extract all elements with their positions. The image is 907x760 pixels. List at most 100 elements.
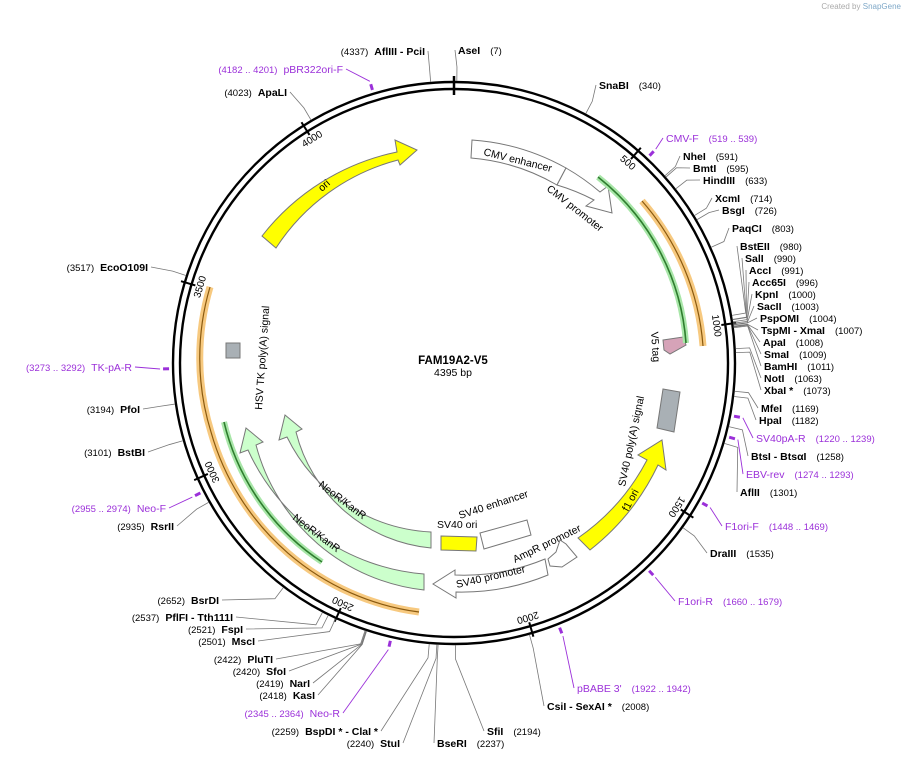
enzyme-label-bseri[interactable]: BseRI(2237) bbox=[437, 738, 504, 750]
feature-hsv-tk-polya[interactable] bbox=[225, 342, 241, 359]
enzyme-label-bsgi[interactable]: BsgI(726) bbox=[722, 205, 777, 217]
enzyme-leader-28 bbox=[433, 644, 439, 744]
primer-label-ebv-rev[interactable]: EBV-rev(1274 .. 1293) bbox=[746, 469, 854, 481]
enzyme-leader-12 bbox=[733, 293, 753, 324]
enzyme-leader-7 bbox=[711, 227, 730, 248]
feature-sv40-promoter-arrow[interactable] bbox=[432, 558, 549, 599]
enzyme-leader-30 bbox=[380, 643, 430, 732]
primer-label-cmv-f[interactable]: CMV-F(519 .. 539) bbox=[666, 133, 757, 145]
enzyme-leader-39 bbox=[176, 501, 209, 527]
enzyme-label-tspmi-xmai[interactable]: TspMI - XmaI(1007) bbox=[761, 325, 862, 337]
tick-3000 bbox=[193, 473, 209, 482]
enzyme-label-snabi[interactable]: SnaBI(340) bbox=[599, 80, 661, 92]
enzyme-label-acci[interactable]: AccI(991) bbox=[749, 265, 803, 277]
enzyme-label-afliii-pcii[interactable]: (4337)AflIII - PciI bbox=[341, 46, 425, 58]
orf-left-orange-line bbox=[199, 286, 420, 613]
enzyme-label-pflfi-tth111i[interactable]: (2537)PflFI - Tth111I bbox=[132, 612, 233, 624]
enzyme-label-pluti[interactable]: (2422)PluTI bbox=[214, 654, 273, 666]
enzyme-label-kasi[interactable]: (2418)KasI bbox=[259, 690, 315, 702]
enzyme-label-kpni[interactable]: KpnI(1000) bbox=[755, 289, 816, 301]
enzyme-label-bspdi-clai[interactable]: (2259)BspDI * - ClaI * bbox=[272, 726, 379, 738]
enzyme-label-bstbi[interactable]: (3101)BstBI bbox=[84, 447, 145, 459]
feature-ampr-promoter-arrow[interactable] bbox=[547, 539, 578, 568]
enzyme-leader-41 bbox=[142, 403, 176, 410]
enzyme-leader-16 bbox=[733, 324, 761, 343]
enzyme-label-sacii[interactable]: SacII(1003) bbox=[757, 301, 819, 313]
primer-label-pbr322ori-f[interactable]: (4182 .. 4201)pBR322ori-F bbox=[218, 64, 343, 76]
feature-cmv-promoter-arrow[interactable] bbox=[556, 167, 613, 214]
enzyme-leader-20 bbox=[735, 351, 762, 391]
enzyme-label-apali[interactable]: (4023)ApaLI bbox=[224, 87, 287, 99]
enzyme-label-apai[interactable]: ApaI(1008) bbox=[763, 337, 823, 349]
primer-label-neo-f[interactable]: (2955 .. 2974)Neo-F bbox=[72, 503, 166, 515]
enzyme-leader-33 bbox=[288, 630, 367, 672]
enzyme-label-xcmi[interactable]: XcmI(714) bbox=[715, 193, 772, 205]
enzyme-label-stui[interactable]: (2240)StuI bbox=[347, 738, 400, 750]
primer-label-f1ori-f[interactable]: F1ori-F(1448 .. 1469) bbox=[725, 521, 828, 533]
enzyme-leader-26 bbox=[529, 634, 545, 707]
watermark: Created by SnapGene bbox=[821, 2, 901, 11]
enzyme-label-sfii[interactable]: SfiI(2194) bbox=[487, 726, 541, 738]
tick-4000 bbox=[300, 121, 311, 136]
feature-label-neor-kanr-inner: NeoR/KanR bbox=[316, 479, 368, 523]
feature-f1-ori-arrow[interactable] bbox=[577, 439, 667, 551]
tick-label-1000: 1000 bbox=[709, 314, 723, 338]
enzyme-label-btsi[interactable]: BtsI - BtsαI(1258) bbox=[751, 451, 844, 463]
enzyme-label-aflii[interactable]: AflII(1301) bbox=[740, 487, 797, 499]
enzyme-label-acc65i[interactable]: Acc65I(996) bbox=[752, 277, 818, 289]
enzyme-label-bsteii[interactable]: BstEII(980) bbox=[740, 241, 802, 253]
enzyme-label-draiii[interactable]: DraIII(1535) bbox=[710, 548, 774, 560]
feature-label-neor-kanr-outer: NeoR/KanR bbox=[290, 512, 342, 556]
enzyme-leader-37 bbox=[235, 612, 323, 626]
enzyme-label-smai[interactable]: SmaI(1009) bbox=[764, 349, 827, 361]
enzyme-leader-11 bbox=[732, 281, 750, 323]
primer-leader-9 bbox=[345, 68, 371, 82]
feature-label-v5-tag: V5 tag bbox=[648, 331, 662, 362]
enzyme-leader-17 bbox=[733, 324, 762, 355]
feature-sv40-polya[interactable] bbox=[656, 388, 681, 433]
feature-sv40-ori[interactable] bbox=[440, 535, 478, 552]
enzyme-label-msci[interactable]: (2501)MscI bbox=[198, 636, 255, 648]
enzyme-label-xbai[interactable]: XbaI *(1073) bbox=[764, 385, 831, 397]
enzyme-leader-15 bbox=[733, 323, 759, 331]
primer-mark-3 bbox=[701, 501, 709, 508]
primer-label-sv40pa-r[interactable]: SV40pA-R(1220 .. 1239) bbox=[756, 433, 875, 445]
enzyme-leader-3 bbox=[665, 167, 691, 178]
feature-sv40-enhancer[interactable] bbox=[479, 519, 532, 550]
primer-label-neo-r[interactable]: (2345 .. 2364)Neo-R bbox=[245, 708, 341, 720]
enzyme-label-asei[interactable]: AseI(7) bbox=[458, 45, 502, 57]
tick-2500 bbox=[333, 607, 342, 623]
enzyme-label-pspomi[interactable]: PspOMI(1004) bbox=[760, 313, 837, 325]
enzyme-label-bmti[interactable]: BmtI(595) bbox=[693, 163, 749, 175]
enzyme-label-rsrii[interactable]: (2935)RsrII bbox=[117, 521, 174, 533]
tick-label-2000: 2000 bbox=[515, 609, 540, 626]
enzyme-label-pfoi[interactable]: (3194)PfoI bbox=[87, 404, 140, 416]
feature-v5-tag[interactable] bbox=[662, 336, 687, 355]
primer-label-pbabe-3[interactable]: pBABE 3'(1922 .. 1942) bbox=[577, 683, 691, 695]
enzyme-leader-10 bbox=[732, 269, 747, 321]
primer-label-f1ori-r[interactable]: F1ori-R(1660 .. 1679) bbox=[678, 596, 782, 608]
enzyme-label-hpai[interactable]: HpaI(1182) bbox=[759, 415, 819, 427]
enzyme-leader-25 bbox=[682, 527, 708, 554]
enzyme-label-csii-sexai[interactable]: CsiI - SexAI *(2008) bbox=[547, 701, 649, 713]
watermark-created-by: Created by bbox=[821, 2, 861, 11]
enzyme-label-ecoo109i[interactable]: (3517)EcoO109I bbox=[67, 262, 148, 274]
feature-neor-kanr-inner-arrow[interactable] bbox=[278, 414, 432, 549]
enzyme-label-fspi[interactable]: (2521)FspI bbox=[188, 624, 243, 636]
enzyme-label-sfoi[interactable]: (2420)SfoI bbox=[233, 666, 286, 678]
enzyme-label-nari[interactable]: (2419)NarI bbox=[256, 678, 310, 690]
enzyme-label-noti[interactable]: NotI(1063) bbox=[764, 373, 822, 385]
enzyme-label-hindiii[interactable]: HindIII(633) bbox=[703, 175, 767, 187]
enzyme-label-paqci[interactable]: PaqCI(803) bbox=[732, 223, 794, 235]
feature-ori-arrow[interactable] bbox=[261, 139, 418, 249]
enzyme-label-bsrdi[interactable]: (2652)BsrDI bbox=[158, 595, 220, 607]
feature-neor-kanr-outer-arrow[interactable] bbox=[239, 427, 425, 591]
enzyme-label-mfei[interactable]: MfeI(1169) bbox=[761, 403, 819, 415]
primer-leader-5 bbox=[562, 635, 575, 689]
enzyme-label-sali[interactable]: SalI(990) bbox=[745, 253, 796, 265]
enzyme-leader-38 bbox=[221, 587, 284, 601]
enzyme-label-nhei[interactable]: NheI(591) bbox=[683, 151, 738, 163]
primer-labels: CMV-F(519 .. 539) SV40pA-R(1220 .. 1239)… bbox=[26, 64, 875, 720]
enzyme-label-bamhi[interactable]: BamHI(1011) bbox=[764, 361, 834, 373]
primer-label-tk-pa-r[interactable]: (3273 .. 3292)TK-pA-R bbox=[26, 362, 132, 374]
